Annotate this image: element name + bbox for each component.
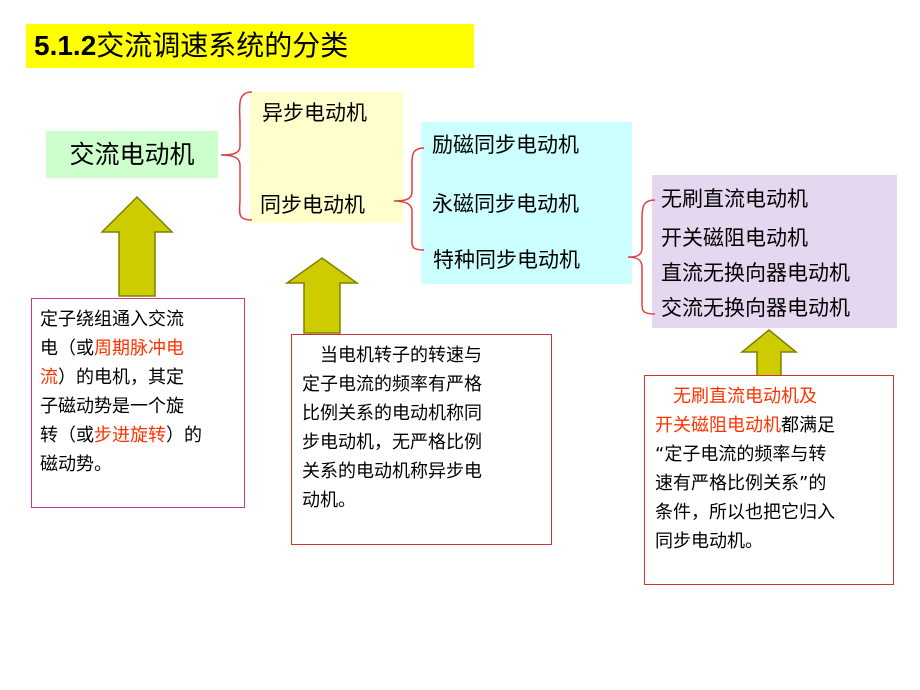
title-text: 交流调速系统的分类	[96, 29, 349, 62]
node-switched-reluctance: 开关磁阻电动机	[661, 226, 808, 250]
note-text: 同步电动机。	[655, 531, 763, 552]
note-line: 定子电流的频率有严格	[302, 374, 482, 395]
note-line: 动机。	[302, 490, 356, 511]
note-line: 开关磁阻电动机都满足	[655, 411, 885, 440]
note-text: ）的	[166, 425, 202, 446]
note-text: 都满足	[781, 415, 835, 436]
node-async-motor: 异步电动机	[262, 101, 367, 125]
node-special-sync: 特种同步电动机	[433, 248, 580, 272]
brace-2	[393, 147, 425, 251]
up-arrow-3	[739, 329, 799, 377]
highlight-text: 流	[40, 367, 58, 388]
note-line: “定子电流的频率与转	[655, 440, 885, 469]
note-text: 定子绕组通入交流	[40, 309, 184, 330]
level2-panel	[421, 122, 632, 284]
note-text: 条件，所以也把它归入	[655, 502, 835, 523]
node-brushless-dc: 无刷直流电动机	[661, 187, 808, 211]
note-text	[655, 386, 673, 407]
note-line: 无刷直流电动机及	[655, 382, 885, 411]
note3-body: 无刷直流电动机及开关磁阻电动机都满足 “定子电流的频率与转速有严格比例关系”的条件…	[655, 382, 885, 556]
note-text: ）的电机，其定	[58, 367, 184, 388]
note-text: 速有严格比例关系”的	[655, 473, 827, 494]
node-excited-sync: 励磁同步电动机	[432, 133, 579, 157]
up-arrow-1	[100, 195, 174, 297]
level1-panel	[250, 92, 403, 223]
highlight-text: 开关磁阻电动机	[655, 415, 781, 436]
slide-title: 5.1.2交流调速系统的分类	[26, 24, 474, 68]
note2-body: 当电机转子的转速与定子电流的频率有严格比例关系的电动机称同步电动机，无严格比例关…	[302, 341, 543, 515]
note-text: 转（或	[40, 425, 94, 446]
note-line: 同步电动机。	[655, 527, 885, 556]
note1-body: 定子绕组通入交流电（或周期脉冲电流）的电机，其定子磁动势是一个旋转（或步进旋转）…	[40, 305, 236, 479]
note-ac-motor-definition: 定子绕组通入交流电（或周期脉冲电流）的电机，其定子磁动势是一个旋转（或步进旋转）…	[31, 298, 245, 508]
note-text: 子磁动势是一个旋	[40, 396, 184, 417]
note-line: 定子绕组通入交流	[40, 305, 236, 334]
note-text: 电（或	[40, 338, 94, 359]
note-sync-async-definition: 当电机转子的转速与定子电流的频率有严格比例关系的电动机称同步电动机，无严格比例关…	[291, 334, 552, 545]
note-line: 转（或步进旋转）的	[40, 421, 236, 450]
note-line: 子磁动势是一个旋	[40, 392, 236, 421]
title-number: 5.1.2	[34, 30, 97, 61]
note-line: 关系的电动机称异步电	[302, 461, 482, 482]
note-line: 比例关系的电动机称同	[302, 403, 482, 424]
note-text: 磁动势。	[40, 454, 112, 475]
brace-3	[627, 199, 656, 315]
note-line: 当电机转子的转速与	[302, 345, 482, 366]
note-line: 磁动势。	[40, 450, 236, 479]
note-special-sync-explanation: 无刷直流电动机及开关磁阻电动机都满足 “定子电流的频率与转速有严格比例关系”的条件…	[644, 375, 894, 585]
highlight-text: 无刷直流电动机及	[673, 386, 817, 407]
node-sync-motor: 同步电动机	[260, 193, 365, 217]
up-arrow-2	[284, 257, 360, 334]
node-dc-commutatorless: 直流无换向器电动机	[661, 261, 850, 285]
brace-1	[220, 91, 253, 221]
highlight-text: 周期脉冲电	[94, 338, 184, 359]
note-line: 步电动机，无严格比例	[302, 432, 482, 453]
note-line: 流）的电机，其定	[40, 363, 236, 392]
note-text: “定子电流的频率与转	[655, 444, 827, 465]
node-pm-sync: 永磁同步电动机	[432, 192, 579, 216]
highlight-text: 步进旋转	[94, 425, 166, 446]
note-line: 条件，所以也把它归入	[655, 498, 885, 527]
note-line: 电（或周期脉冲电	[40, 334, 236, 363]
level3-panel	[652, 175, 897, 328]
node-ac-commutatorless: 交流无换向器电动机	[661, 296, 850, 320]
node-ac-motor: 交流电动机	[46, 131, 218, 178]
note-line: 速有严格比例关系”的	[655, 469, 885, 498]
